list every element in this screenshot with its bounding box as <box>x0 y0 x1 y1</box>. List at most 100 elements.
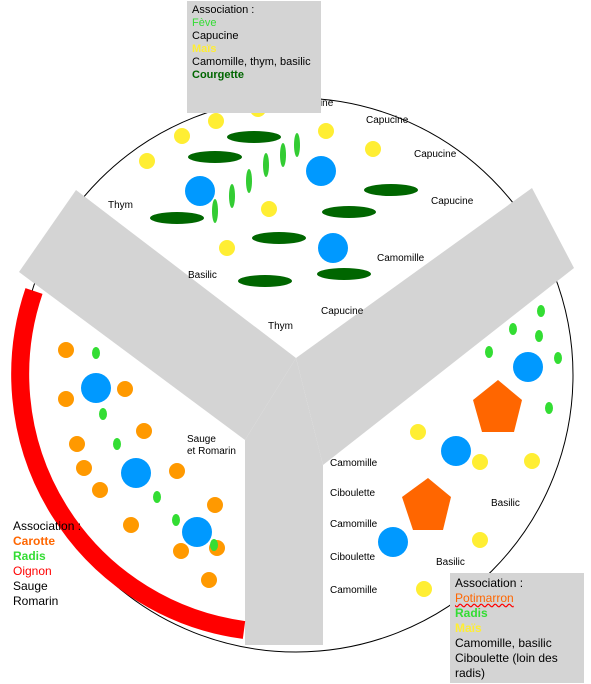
courgette-plant <box>252 232 306 244</box>
label-basilic: Basilic <box>491 498 520 509</box>
mais-plant <box>416 581 432 597</box>
radis-plant <box>210 539 218 551</box>
carotte-plant <box>207 497 223 513</box>
label-sauge: Sauge <box>187 434 216 445</box>
carotte-plant <box>169 463 185 479</box>
herb-plant <box>513 352 543 382</box>
radis-plant <box>545 402 553 414</box>
association-item: Carotte <box>13 534 56 548</box>
label-capucine: Capucine <box>321 306 364 317</box>
feve-plant <box>263 153 269 177</box>
radis-group-left <box>92 347 218 551</box>
potimarron-plant <box>473 380 522 432</box>
feve-plant <box>294 133 300 157</box>
courgette-plant <box>317 268 371 280</box>
path-center <box>245 358 323 645</box>
feve-plant <box>246 169 252 193</box>
carotte-group <box>58 342 225 588</box>
mais-plant <box>261 201 277 217</box>
radis-plant <box>99 408 107 420</box>
label-romarin: et Romarin <box>187 446 236 457</box>
label-camomille: Camomille <box>330 585 378 596</box>
mais-plant <box>524 453 540 469</box>
association-item: Capucine <box>192 30 239 42</box>
radis-plant <box>509 323 517 335</box>
mais-group-right <box>410 424 540 597</box>
feve-plant <box>229 184 235 208</box>
feve-plant <box>280 143 286 167</box>
radis-plant <box>554 352 562 364</box>
association-item: Maïs <box>192 43 217 55</box>
mais-plant <box>174 128 190 144</box>
association-heading: Association : <box>192 4 255 16</box>
association-item: Maïs <box>455 621 482 635</box>
radis-plant <box>537 305 545 317</box>
mais-group-top <box>139 101 381 256</box>
label-thym: Thym <box>268 321 293 332</box>
herb-plant <box>441 436 471 466</box>
path-left-arm <box>19 190 296 440</box>
potimarron-plant <box>402 478 451 530</box>
herb-group-right <box>378 352 543 557</box>
mais-plant <box>365 141 381 157</box>
courgette-group <box>150 131 418 287</box>
label-camomille: Camomille <box>330 519 378 530</box>
association-heading: Association : <box>13 519 82 533</box>
label-basilic: Basilic <box>436 557 465 568</box>
label-capucine: Capucine <box>414 149 457 160</box>
herb-plant <box>378 527 408 557</box>
association-item: Camomille, basilic <box>455 636 552 650</box>
herb-plant <box>306 156 336 186</box>
carotte-plant <box>69 436 85 452</box>
mais-plant <box>318 123 334 139</box>
association-item: Ciboulette (loin des radis) <box>455 651 558 680</box>
association-item: Camomille, thym, basilic <box>192 56 311 68</box>
association-item: Sauge <box>13 579 48 593</box>
mais-plant <box>139 153 155 169</box>
carotte-plant <box>201 572 217 588</box>
courgette-plant <box>364 184 418 196</box>
herb-group-left <box>81 373 212 547</box>
association-item: Radis <box>13 549 46 563</box>
courgette-plant <box>238 275 292 287</box>
feve-group <box>212 133 300 223</box>
herb-plant <box>185 176 215 206</box>
carotte-plant <box>58 342 74 358</box>
label-basilic: Basilic <box>188 270 217 281</box>
herb-group-top <box>185 156 348 263</box>
carotte-plant <box>136 423 152 439</box>
potimarron-group <box>402 380 522 530</box>
radis-plant <box>92 347 100 359</box>
herb-plant <box>182 517 212 547</box>
radis-plant <box>113 438 121 450</box>
mais-plant <box>208 113 224 129</box>
mais-plant <box>472 532 488 548</box>
radis-group-right <box>485 305 562 414</box>
carotte-plant <box>173 543 189 559</box>
label-camomille: Camomille <box>330 458 378 469</box>
association-heading: Association : <box>455 576 524 590</box>
association-item: Romarin <box>13 594 59 608</box>
association-item: Fève <box>192 17 217 29</box>
carotte-plant <box>117 381 133 397</box>
oignon-band <box>11 288 246 639</box>
label-camomille: Camomille <box>377 253 425 264</box>
herb-plant <box>318 233 348 263</box>
mais-plant <box>410 424 426 440</box>
carotte-plant <box>58 391 74 407</box>
carotte-plant <box>76 460 92 476</box>
mais-plant <box>219 240 235 256</box>
radis-plant <box>535 330 543 342</box>
label-capucine: Capucine <box>431 196 474 207</box>
label-thym: Thym <box>108 200 133 211</box>
mais-plant <box>472 454 488 470</box>
association-item: Potimarron <box>455 591 514 605</box>
association-item: Oignon <box>13 564 52 578</box>
radis-plant <box>485 346 493 358</box>
